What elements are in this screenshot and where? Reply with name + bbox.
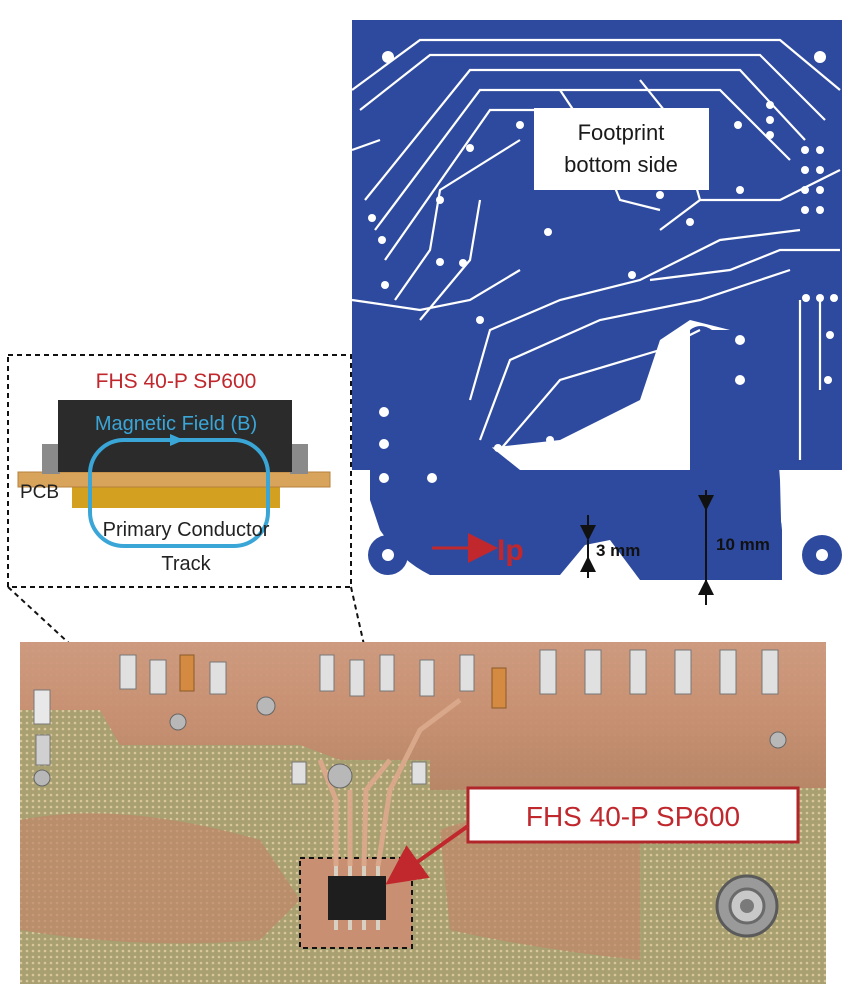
pcb-label: PCB [20,482,59,503]
copper-lower-right [440,812,640,960]
board-vias [33,696,787,789]
inset-sensor-title: FHS 40-P SP600 [96,370,257,393]
board-photo [20,642,826,984]
photo-callout-label: FHS 40-P SP600 [526,801,740,832]
sensor-chip [328,876,386,920]
footprint-label-line1: Footprint [578,120,665,145]
sensor-body [58,400,292,472]
vias [368,101,838,483]
magnetic-field-label: Magnetic Field (B) [95,413,257,435]
primary-label-line1: Primary Conductor [103,519,270,541]
field-direction-arrow [170,434,184,446]
primary-track [72,486,280,508]
copper-lower-left [20,813,300,944]
chip-traces [317,698,462,867]
current-label: Ip [497,534,524,567]
pcb-footprint: Footprint bottom side Ip 3 mm 10 mm [351,20,842,605]
footprint-label-line2: bottom side [564,152,678,177]
footprint-label-box [534,108,709,190]
primary-conductor-left [370,326,782,580]
photo-callout-arrow [385,824,470,885]
photo-callout-box [466,786,800,844]
dimension-3mm-label: 3 mm [596,541,640,560]
smd-components [33,649,779,785]
sensor-lead-right [290,444,308,474]
chip-leads [334,866,380,930]
dimension-10mm-label: 10 mm [716,535,770,554]
primary-label-line2: Track [161,553,211,575]
photo-callout: FHS 40-P SP600 [385,786,800,885]
pcb-board [17,471,331,488]
primary-conductor-right [710,326,782,560]
sensor-lead-left [42,444,60,474]
cross-section-inset: FHS 40-P SP600 Magnetic Field (B) PCB Pr… [7,354,352,588]
